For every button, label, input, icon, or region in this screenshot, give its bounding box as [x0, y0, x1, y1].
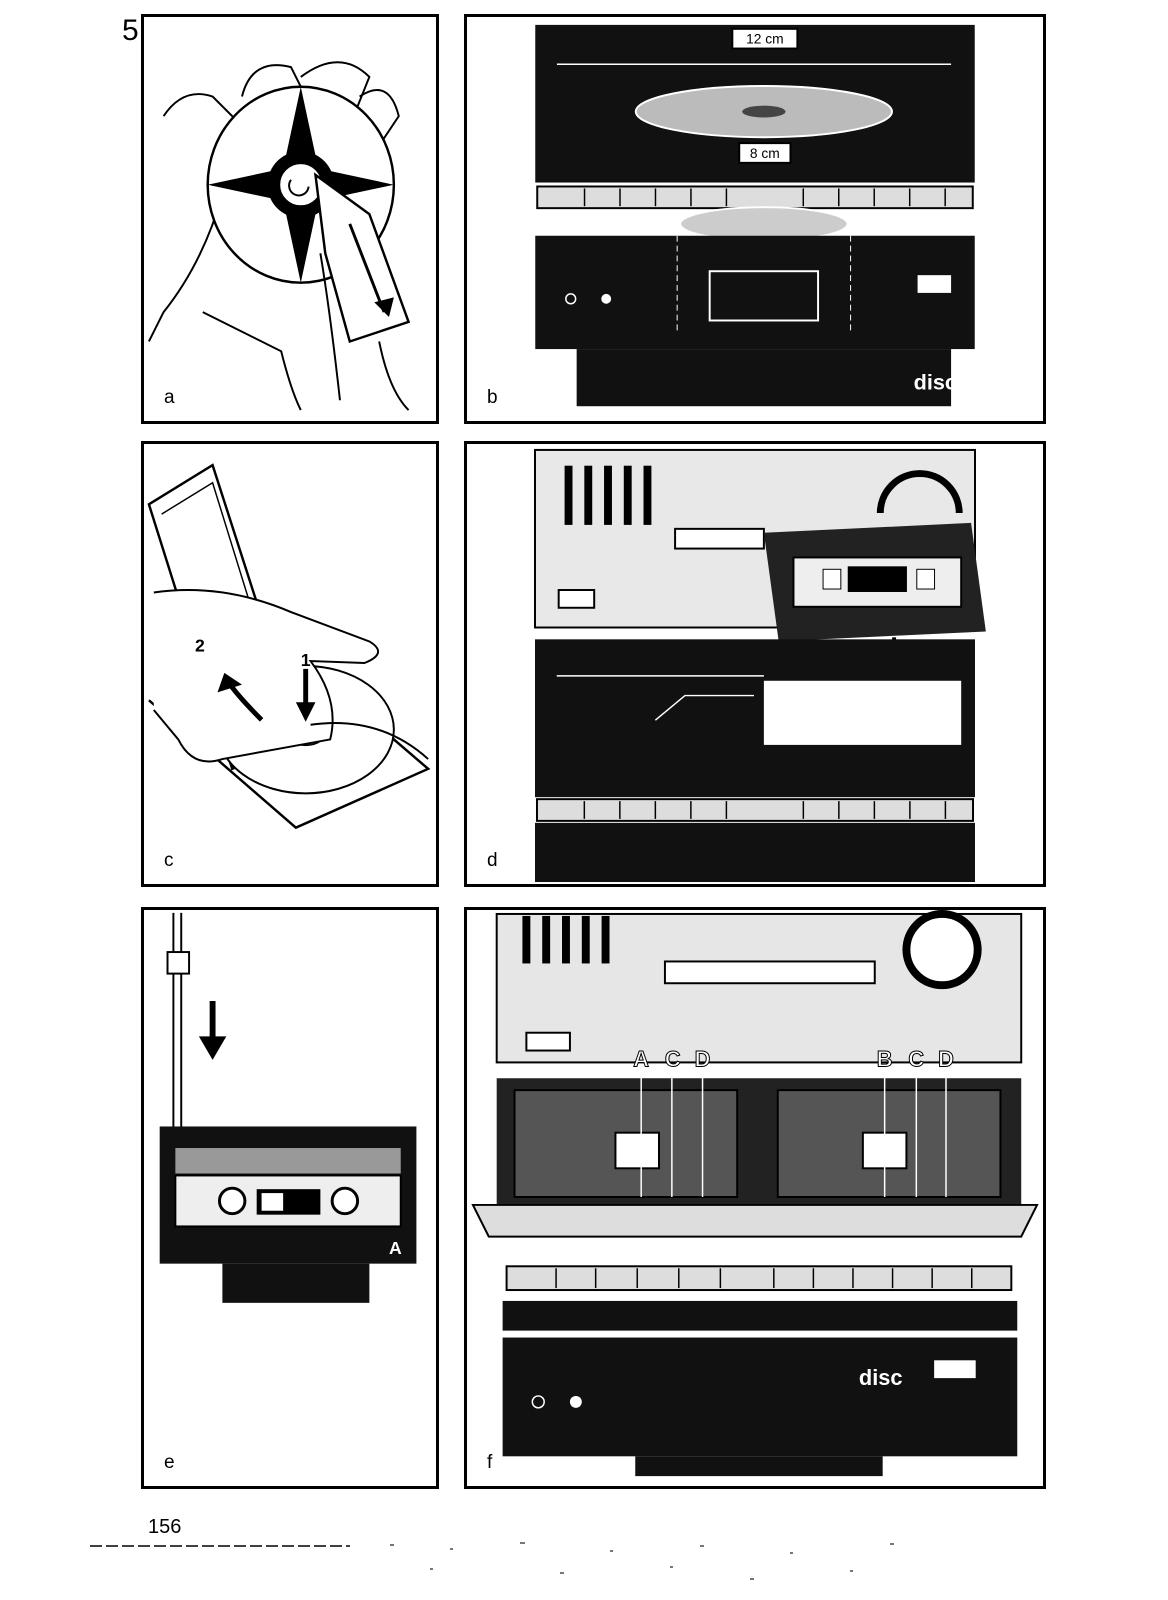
step-1-label: 1 — [301, 650, 311, 670]
section-number: 5 — [122, 14, 139, 48]
logo-disc: disc — [914, 369, 957, 394]
disc-removal-illustration: 1 2 — [144, 444, 436, 884]
step-2-label: 2 — [195, 635, 205, 655]
cassette-deck-illustration — [467, 444, 1043, 884]
panel-letter: b — [485, 387, 500, 409]
page-number: 156 — [148, 1516, 181, 1539]
deck1-button-label: D — [695, 1046, 711, 1071]
panel-b: 12 cm 8 cm disc b — [464, 14, 1046, 424]
panel-letter: f — [485, 1452, 494, 1474]
panel-c: 1 2 c — [141, 441, 439, 887]
logo-disc: disc — [859, 1365, 903, 1390]
cd-player-illustration: 12 cm 8 cm disc — [467, 17, 1043, 421]
disc-cleaning-illustration — [144, 17, 436, 421]
deck2-button-label: B — [877, 1046, 893, 1071]
large-disc-label: 12 cm — [746, 32, 784, 47]
panel-letter: d — [485, 850, 500, 872]
side-a-label: A — [389, 1238, 402, 1258]
deck-buttons-illustration: A C D B C D disc — [467, 910, 1043, 1486]
deck1-button-label: C — [665, 1046, 681, 1071]
deck2-button-label: C — [908, 1046, 924, 1071]
cassette-illustration: A — [144, 910, 436, 1486]
scan-noise — [90, 1538, 1010, 1598]
small-disc-label: 8 cm — [750, 146, 780, 161]
panel-letter: a — [162, 387, 177, 409]
panel-d: d — [464, 441, 1046, 887]
panel-f: A C D B C D disc — [464, 907, 1046, 1489]
panel-letter: c — [162, 850, 176, 872]
panel-letter: e — [162, 1452, 177, 1474]
panel-a: a — [141, 14, 439, 424]
deck1-button-label: A — [633, 1046, 649, 1071]
panel-e: A e — [141, 907, 439, 1489]
deck2-button-label: D — [938, 1046, 954, 1071]
